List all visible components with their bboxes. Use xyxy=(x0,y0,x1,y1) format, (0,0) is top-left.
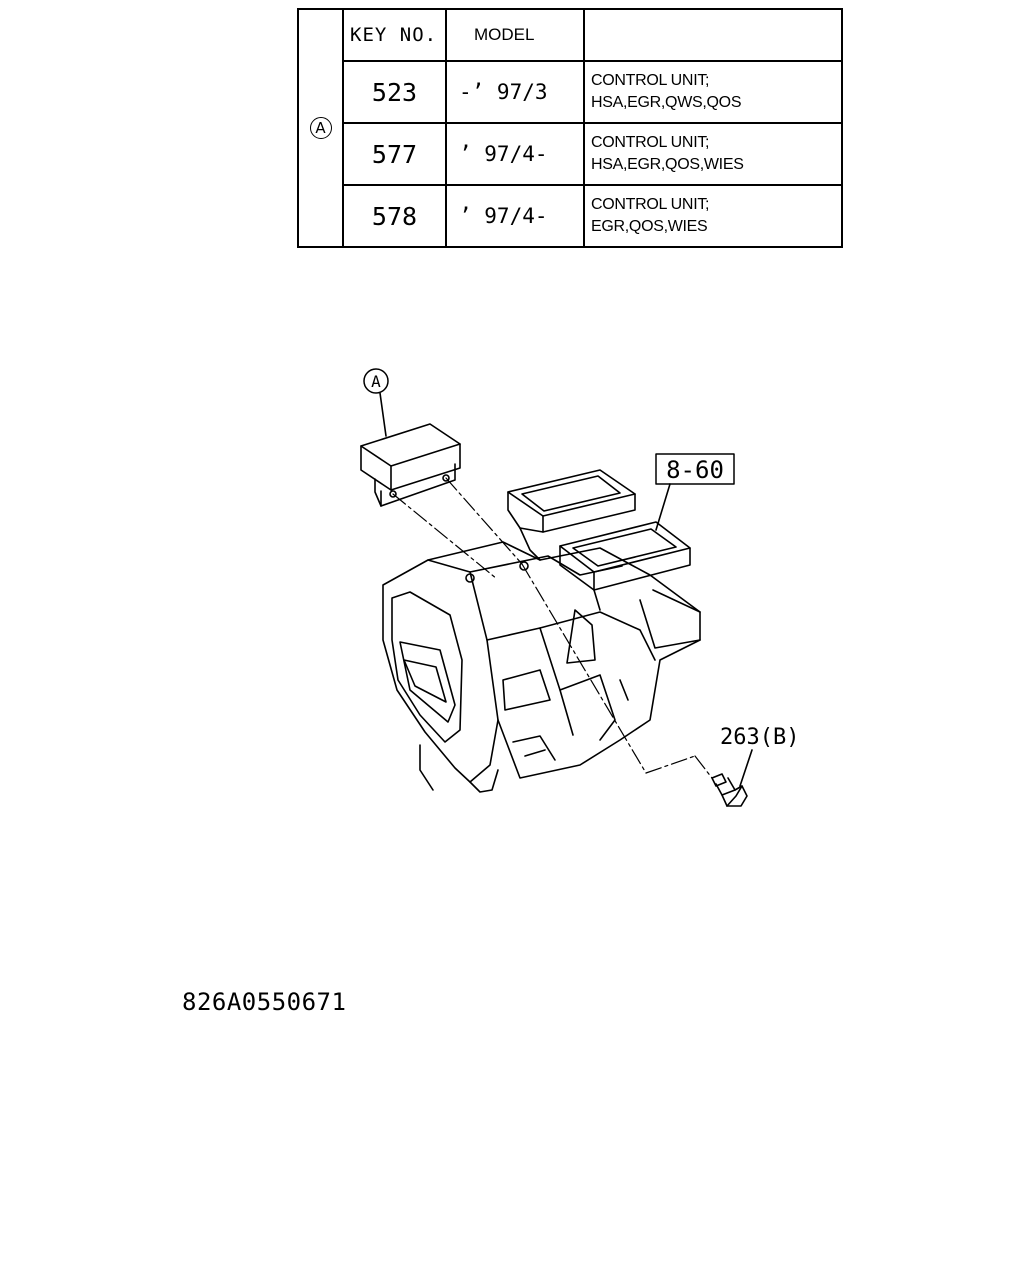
control-unit-drawing xyxy=(360,423,461,507)
header-description xyxy=(583,8,843,62)
header-key-no: KEY NO. xyxy=(342,8,447,62)
row-description: CONTROL UNIT; HSA,EGR,QWS,QOS xyxy=(583,60,843,124)
callout-control-unit-label: A xyxy=(371,372,381,391)
row-description-line2: HSA,EGR,QWS,QOS xyxy=(591,94,742,111)
table-row: 523 -’ 97/3 CONTROL UNIT; HSA,EGR,QWS,QO… xyxy=(298,60,843,124)
parts-table: A KEY NO. MODEL 523 -’ 97/3 CONTROL UNIT… xyxy=(297,8,843,248)
row-description-line2: EGR,QOS,WIES xyxy=(591,218,708,235)
row-key-no: 577 xyxy=(342,122,447,186)
group-label-circle: A xyxy=(309,117,332,139)
catalog-code: 826A0550671 xyxy=(182,988,347,1016)
heater-unit-drawing xyxy=(382,469,701,793)
row-description-line1: CONTROL UNIT; xyxy=(591,196,710,213)
row-model: ’ 97/4- xyxy=(445,122,585,186)
row-description: CONTROL UNIT; EGR,QOS,WIES xyxy=(583,184,843,248)
row-key-no: 578 xyxy=(342,184,447,248)
row-description-line1: CONTROL UNIT; xyxy=(591,72,710,89)
table-row: 577 ’ 97/4- CONTROL UNIT; HSA,EGR,QOS,WI… xyxy=(298,122,843,186)
screw-drawing xyxy=(711,749,753,807)
reference-box-label: 8-60 xyxy=(666,456,724,484)
reference-box-8-60: 8-60 xyxy=(655,453,735,531)
row-model: ’ 97/4- xyxy=(445,184,585,248)
row-key-no: 523 xyxy=(342,60,447,124)
row-description-line2: HSA,EGR,QOS,WIES xyxy=(591,156,744,173)
table-row: 578 ’ 97/4- CONTROL UNIT; EGR,QOS,WIES xyxy=(298,184,843,248)
row-description-line1: CONTROL UNIT; xyxy=(591,134,710,151)
assembly-guide-lines xyxy=(392,477,713,779)
screw-callout-label: 263(B) xyxy=(720,725,799,750)
row-model: -’ 97/3 xyxy=(445,60,585,124)
row-description: CONTROL UNIT; HSA,EGR,QOS,WIES xyxy=(583,122,843,186)
callout-control-unit: A xyxy=(363,368,389,437)
header-model: MODEL xyxy=(445,8,585,62)
table-header-row: A KEY NO. MODEL xyxy=(297,8,843,248)
group-cell: A xyxy=(297,8,344,248)
